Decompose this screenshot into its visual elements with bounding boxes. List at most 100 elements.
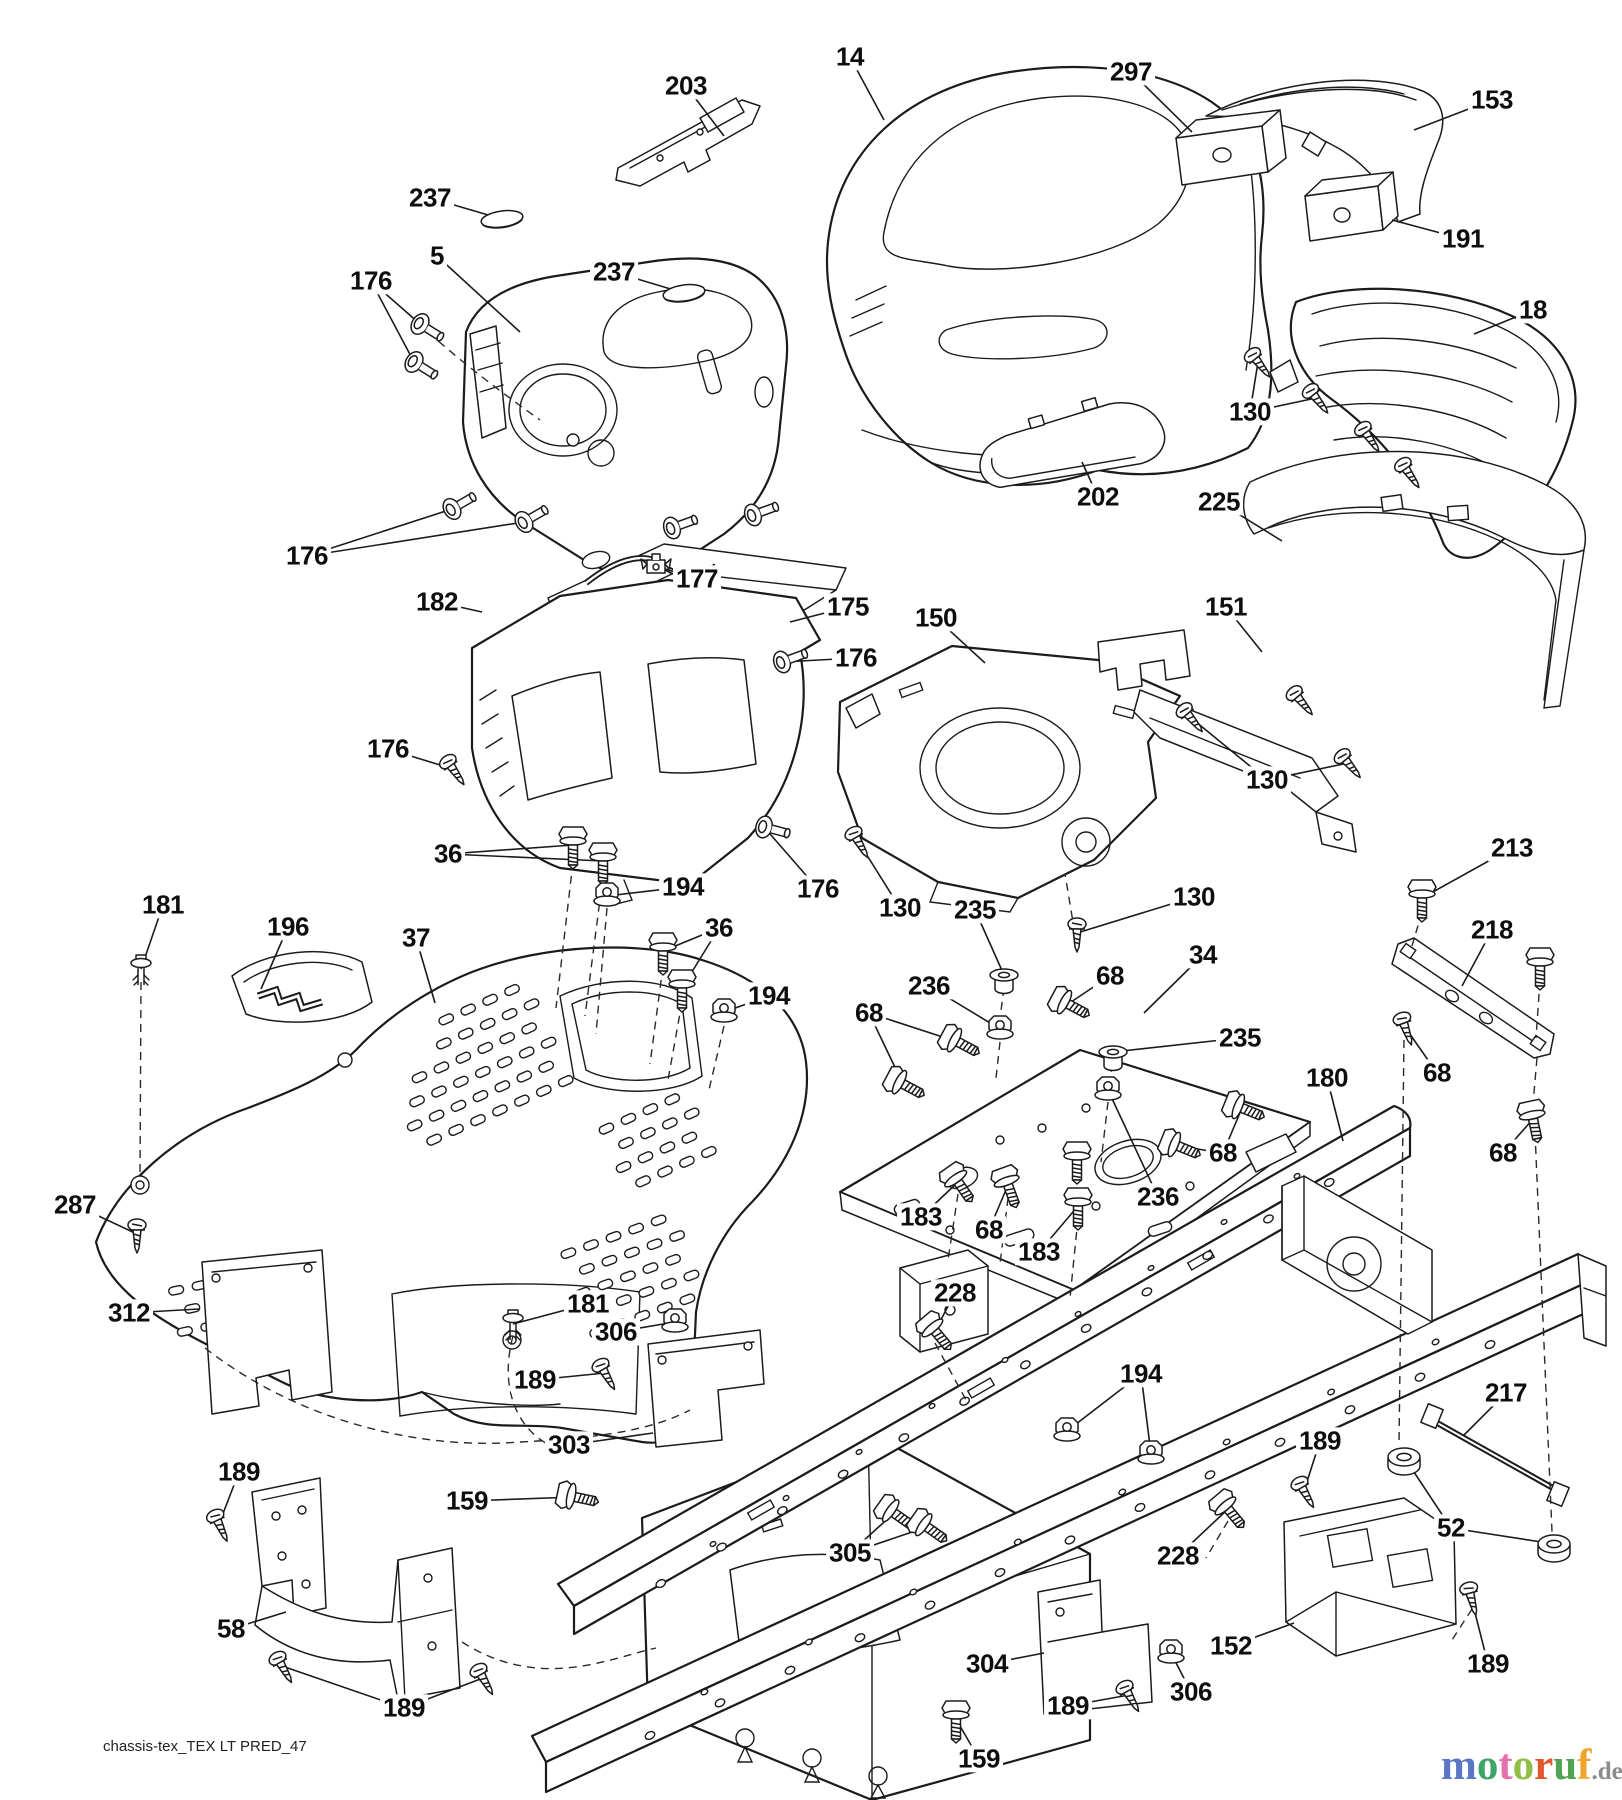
part-callout-176: 176 (364, 735, 412, 763)
logo-letter: o (1512, 1742, 1535, 1789)
part-callout-180: 180 (1303, 1064, 1351, 1092)
part-callout-194: 194 (1117, 1360, 1165, 1388)
motoruf-logo: motoruf.de (1441, 1744, 1622, 1787)
dashed-axis-lines (139, 331, 1553, 1670)
part-callout-151: 151 (1202, 593, 1250, 621)
part-callout-177: 177 (673, 565, 721, 593)
part-callout-176: 176 (347, 267, 395, 295)
part-callout-194: 194 (745, 982, 793, 1010)
part-callout-189: 189 (1044, 1692, 1092, 1720)
part-callout-130: 130 (1226, 398, 1274, 426)
logo-letter: o (1476, 1742, 1499, 1789)
nut-fastener-icon (1094, 1076, 1122, 1101)
motoruf-logo-letters: motoruf (1441, 1742, 1592, 1789)
part-callout-150: 150 (912, 604, 960, 632)
part-callout-130: 130 (876, 894, 924, 922)
part-callout-217: 217 (1482, 1379, 1530, 1407)
lens-part (979, 396, 1166, 489)
nut-fastener-icon (1157, 1639, 1185, 1664)
part-callout-153: 153 (1468, 86, 1516, 114)
shoulder-fastener-icon (438, 485, 482, 524)
pad-part-191 (1304, 171, 1399, 242)
bolt-fastener-icon (553, 1478, 603, 1517)
part-callout-189: 189 (380, 1694, 428, 1722)
part-callout-14: 14 (833, 43, 867, 71)
part-callout-130: 130 (1170, 883, 1218, 911)
part-callout-306: 306 (1167, 1678, 1215, 1706)
part-callout-68: 68 (972, 1216, 1006, 1244)
part-callout-68: 68 (1420, 1059, 1454, 1087)
bolt-fastener-icon (879, 1062, 932, 1109)
part-callout-303: 303 (545, 1431, 593, 1459)
nut-fastener-icon (593, 882, 621, 907)
bolt-fastener-icon (934, 1020, 987, 1067)
part-callout-306: 306 (592, 1318, 640, 1346)
lower-dash-part (470, 578, 822, 907)
part-callout-189: 189 (1296, 1427, 1344, 1455)
logo-letter: t (1498, 1742, 1513, 1789)
grommet-fastener-icon (1537, 1534, 1571, 1563)
part-callout-36: 36 (702, 914, 736, 942)
brake-rod-part (1420, 1402, 1570, 1508)
part-callout-5: 5 (427, 242, 447, 270)
dash-console-part (461, 257, 789, 575)
part-callout-194: 194 (659, 873, 707, 901)
part-callout-176: 176 (283, 542, 331, 570)
skid-plate-part (1283, 1497, 1457, 1657)
part-callout-152: 152 (1207, 1632, 1255, 1660)
shoulder-fastener-icon (406, 309, 450, 349)
part-callout-237: 237 (406, 184, 454, 212)
nut-fastener-icon (1053, 1417, 1081, 1442)
cross-member-part (1281, 1175, 1433, 1335)
nut-fastener-icon (1137, 1440, 1165, 1465)
part-callout-36: 36 (431, 840, 465, 868)
bracket-303-part (647, 1329, 765, 1448)
part-callout-68: 68 (1486, 1139, 1520, 1167)
nut-fastener-icon (986, 1015, 1014, 1040)
drawing-code-text: chassis-tex_TEX LT PRED_47 (103, 1738, 307, 1755)
pin-fastener-icon (130, 954, 152, 986)
bushing-fastener-icon (989, 968, 1019, 995)
hood-latch-part (615, 97, 761, 187)
screw-fastener-icon (1457, 1579, 1486, 1619)
engine-plate-part (836, 644, 1182, 913)
nut-fastener-icon (661, 1308, 689, 1333)
part-callout-18: 18 (1516, 296, 1550, 324)
pad-part-297 (1175, 109, 1287, 186)
shift-gate-part (231, 950, 373, 1023)
part-callout-189: 189 (215, 1458, 263, 1486)
logo-letter: u (1553, 1742, 1578, 1789)
bolt-fastener-icon (1514, 1097, 1553, 1147)
part-callout-34: 34 (1186, 941, 1220, 969)
part-callout-196: 196 (264, 913, 312, 941)
part-callout-287: 287 (51, 1191, 99, 1219)
logo-letter: f (1577, 1742, 1592, 1789)
drawbar-part (1391, 937, 1555, 1059)
screw-fastener-icon (436, 750, 473, 791)
part-callout-312: 312 (105, 1299, 153, 1327)
part-callout-159: 159 (443, 1487, 491, 1515)
screw-fastener-icon (1287, 1472, 1323, 1513)
bolt-fastener-icon (1407, 879, 1437, 923)
bolt-fastener-icon (1204, 1485, 1255, 1538)
part-callout-130: 130 (1243, 766, 1291, 794)
grommet-fastener-icon (1387, 1447, 1421, 1476)
part-callout-191: 191 (1439, 225, 1487, 253)
part-callout-236: 236 (1134, 1183, 1182, 1211)
part-callout-181: 181 (139, 891, 187, 919)
screw-fastener-icon (1282, 681, 1320, 722)
battery-bracket-part (251, 1477, 461, 1701)
screw-fastener-icon (466, 1659, 502, 1700)
screw-fastener-icon (203, 1505, 236, 1546)
screw-fastener-icon (1067, 917, 1087, 953)
shoulder-fastener-icon (752, 813, 794, 846)
part-callout-236: 236 (905, 972, 953, 1000)
part-callout-176: 176 (832, 644, 880, 672)
part-callout-159: 159 (955, 1745, 1003, 1773)
frame-rail-holes (644, 1172, 1496, 1741)
part-callout-235: 235 (1216, 1024, 1264, 1052)
part-callout-68: 68 (1093, 962, 1127, 990)
part-callout-176: 176 (794, 875, 842, 903)
part-callout-304: 304 (963, 1650, 1011, 1678)
